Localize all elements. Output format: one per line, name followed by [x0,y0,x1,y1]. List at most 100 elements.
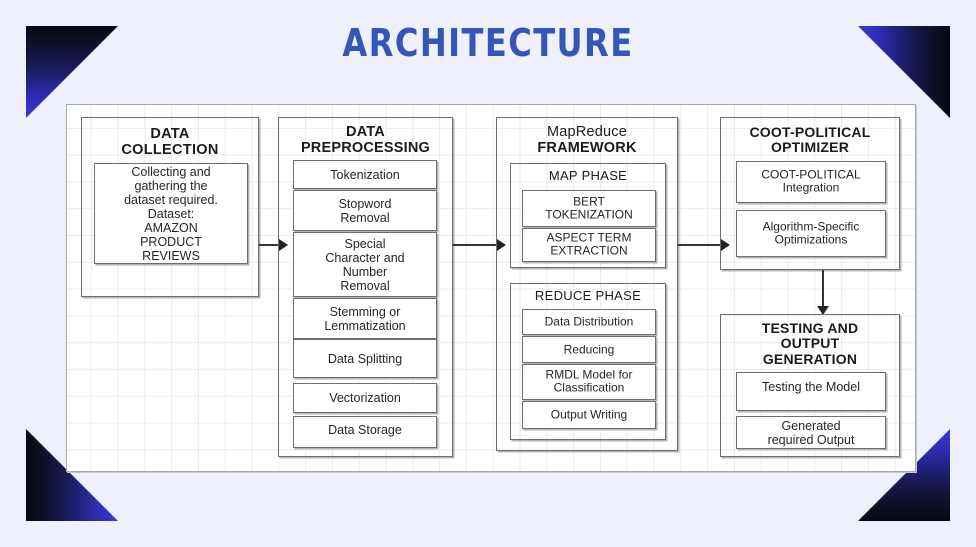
subgroup-title: MAP PHASE [548,168,628,183]
item-data-splitting[interactable]: Data Splitting [293,339,437,378]
stage-testing-and-output-generation-title: TESTING AND OUTPUT GENERATION [721,320,899,367]
line-1: COOT-POLITICAL [761,167,861,182]
item-data-distribution[interactable]: Data Distribution [522,309,656,335]
stage-title-line-2: COLLECTION [121,141,219,158]
item-stemming-or-lemmatization[interactable]: Stemming or Lemmatization [293,298,437,339]
stage-title-line-2: OUTPUT [780,335,840,352]
desc-line-7: REVIEWS [142,248,200,263]
line-2: EXTRACTION [550,244,628,258]
stage-title-line-1: DATA [150,126,190,142]
item-stopword-removal[interactable]: Stopword Removal [293,190,437,231]
item-testing-the-model[interactable]: Testing the Model [736,372,886,411]
item-data-storage-label: Data Storage [294,423,436,437]
line-1: Tokenization [330,167,400,182]
stage-title-line-2: OPTIMIZER [770,139,850,156]
arrow-preprocessing-to-mapreduce [453,244,497,246]
item-data-storage[interactable]: Data Storage [293,416,437,448]
diagram-canvas: DATA COLLECTION Collecting and gathering… [66,104,916,472]
item-generated-required-output-label: Generated required Output [737,419,885,447]
item-data-distribution-label: Data Distribution [523,314,655,329]
stage-mapreduce-framework[interactable]: MapReduce FRAMEWORK MAP PHASE BERT TOKEN… [496,117,678,451]
subgroup-map-phase-title: MAP PHASE [511,168,665,183]
item-bert-tokenization[interactable]: BERT TOKENIZATION [522,190,656,227]
stage-coot-political-optimizer[interactable]: COOT-POLITICAL OPTIMIZER COOT-POLITICAL … [720,117,900,270]
line-1: Data Distribution [544,314,634,329]
stage-data-preprocessing-title: DATA PREPROCESSING [279,124,452,157]
subgroup-reduce-phase-title: REDUCE PHASE [511,288,665,303]
item-tokenization-label: Tokenization [294,168,436,182]
line-2: Lemmatization [324,318,406,333]
desc-line-4: Dataset: [147,206,195,221]
item-dataset-description-label: Collecting and gathering the dataset req… [95,165,247,263]
line-2: Removal [340,210,390,225]
line-4: Removal [340,278,390,293]
line-1: Testing the Model [762,380,860,394]
item-special-character-and-number-removal[interactable]: Special Character and Number Removal [293,232,437,297]
stage-title-line-3: GENERATION [762,350,858,367]
item-bert-tokenization-label: BERT TOKENIZATION [523,194,655,222]
arrow-optimizer-to-testing [822,270,824,306]
stage-coot-political-optimizer-title: COOT-POLITICAL OPTIMIZER [721,124,899,156]
stage-title-line-1: COOT-POLITICAL [749,124,871,140]
line-1: Stopword [338,196,392,211]
line-1: Output Writing [550,407,628,422]
line-2: Integration [782,181,840,195]
item-generated-required-output[interactable]: Generated required Output [736,416,886,449]
line-1: Generated [781,418,841,433]
item-stopword-removal-label: Stopword Removal [294,197,436,225]
line-1: BERT [573,194,605,209]
item-rmdl-model-for-classification[interactable]: RMDL Model for Classification [522,364,656,400]
stage-title-line-1: DATA [346,124,385,140]
item-algorithm-specific-optimizations[interactable]: Algorithm-Specific Optimizations [736,210,886,257]
line-3: Number [342,264,388,279]
item-output-writing-label: Output Writing [523,407,655,422]
desc-line-3: dataset required. [124,192,218,207]
stage-data-collection[interactable]: DATA COLLECTION Collecting and gathering… [81,117,259,297]
line-2: Classification [553,381,625,395]
item-aspect-term-extraction[interactable]: ASPECT TERM EXTRACTION [522,228,656,262]
item-special-character-and-number-removal-label: Special Character and Number Removal [294,237,436,293]
item-coot-political-integration[interactable]: COOT-POLITICAL Integration [736,161,886,203]
line-1: Reducing [563,341,615,356]
item-reducing-label: Reducing [523,341,655,356]
line-1: Algorithm-Specific [762,219,860,234]
stage-title-line-1: TESTING AND [761,320,859,336]
item-vectorization-label: Vectorization [294,391,436,405]
arrow-collection-to-preprocessing [259,244,279,246]
stage-mapreduce-framework-title: MapReduce FRAMEWORK [497,124,677,157]
line-1: Special [344,236,386,251]
item-output-writing[interactable]: Output Writing [522,401,656,429]
item-rmdl-model-for-classification-label: RMDL Model for Classification [523,367,655,396]
desc-line-2: gathering the [134,178,208,193]
desc-line-5: AMAZON [144,220,198,235]
line-2: TOKENIZATION [545,207,633,222]
item-vectorization[interactable]: Vectorization [293,383,437,413]
line-2: Character and [325,250,405,265]
stage-data-preprocessing[interactable]: DATA PREPROCESSING Tokenization Stopword… [278,117,453,457]
stage-testing-and-output-generation[interactable]: TESTING AND OUTPUT GENERATION Testing th… [720,314,900,457]
stage-title-line-2: PREPROCESSING [300,139,431,156]
item-algorithm-specific-optimizations-label: Algorithm-Specific Optimizations [737,219,885,247]
line-1: Data Storage [328,423,402,437]
page-title: ARCHITECTURE [342,21,634,65]
desc-line-1: Collecting and [131,164,211,179]
item-coot-political-integration-label: COOT-POLITICAL Integration [737,167,885,196]
item-dataset-description[interactable]: Collecting and gathering the dataset req… [94,163,248,264]
stage-title-line-1: MapReduce [547,124,627,140]
desc-line-6: PRODUCT [140,234,202,249]
line-2: Optimizations [774,232,848,247]
subgroup-title: REDUCE PHASE [534,288,642,303]
item-data-splitting-label: Data Splitting [294,352,436,366]
line-1: Vectorization [329,391,401,405]
subgroup-map-phase[interactable]: MAP PHASE BERT TOKENIZATION ASPECT TERM … [510,163,666,268]
subgroup-reduce-phase[interactable]: REDUCE PHASE Data Distribution Reducing … [510,283,666,440]
item-tokenization[interactable]: Tokenization [293,160,437,189]
item-aspect-term-extraction-label: ASPECT TERM EXTRACTION [523,231,655,259]
line-1: Stemming or [329,304,401,319]
stage-title-line-2: FRAMEWORK [537,139,637,156]
line-1: RMDL Model for [545,367,633,382]
item-testing-the-model-label: Testing the Model [737,380,885,394]
item-stemming-or-lemmatization-label: Stemming or Lemmatization [294,305,436,333]
item-reducing[interactable]: Reducing [522,336,656,363]
